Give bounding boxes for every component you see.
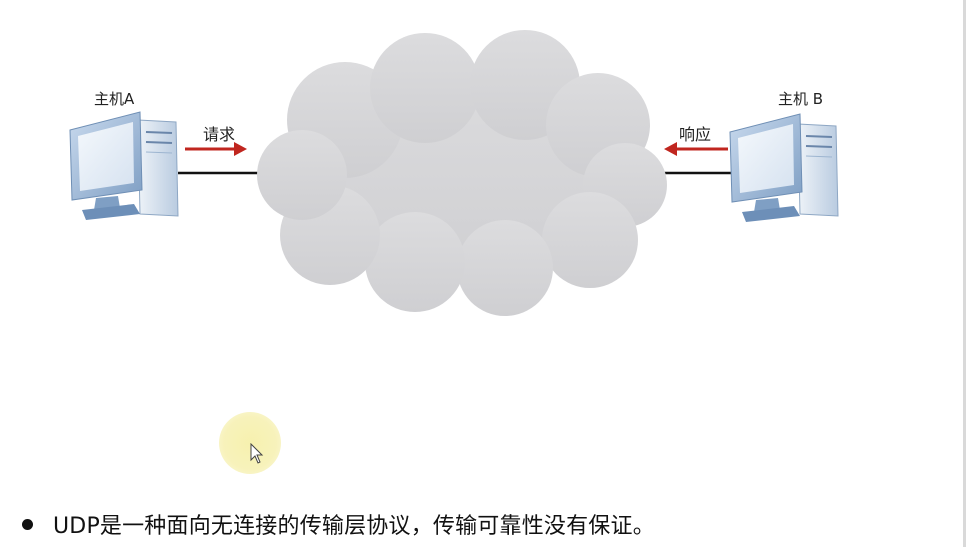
host-a-computer-icon <box>69 111 179 220</box>
host-a-label: 主机A <box>94 90 135 108</box>
request-label: 请求 <box>203 125 236 144</box>
host-b-computer-icon <box>729 113 839 222</box>
bullet-point: UDP是一种面向无连接的传输层协议，传输可靠性没有保证。 <box>22 508 655 540</box>
request-arrow-icon <box>185 142 247 156</box>
bullet-text: UDP是一种面向无连接的传输层协议，传输可靠性没有保证。 <box>53 514 655 539</box>
network-cloud-icon <box>257 30 667 316</box>
response-label: 响应 <box>679 125 712 144</box>
cursor-highlight <box>219 412 281 474</box>
mouse-pointer-icon <box>250 443 264 464</box>
slide-edge-divider <box>963 0 966 547</box>
response-arrow-icon <box>664 142 728 156</box>
bullet-dot-icon <box>22 518 33 530</box>
host-b-label: 主机 B <box>778 90 824 108</box>
